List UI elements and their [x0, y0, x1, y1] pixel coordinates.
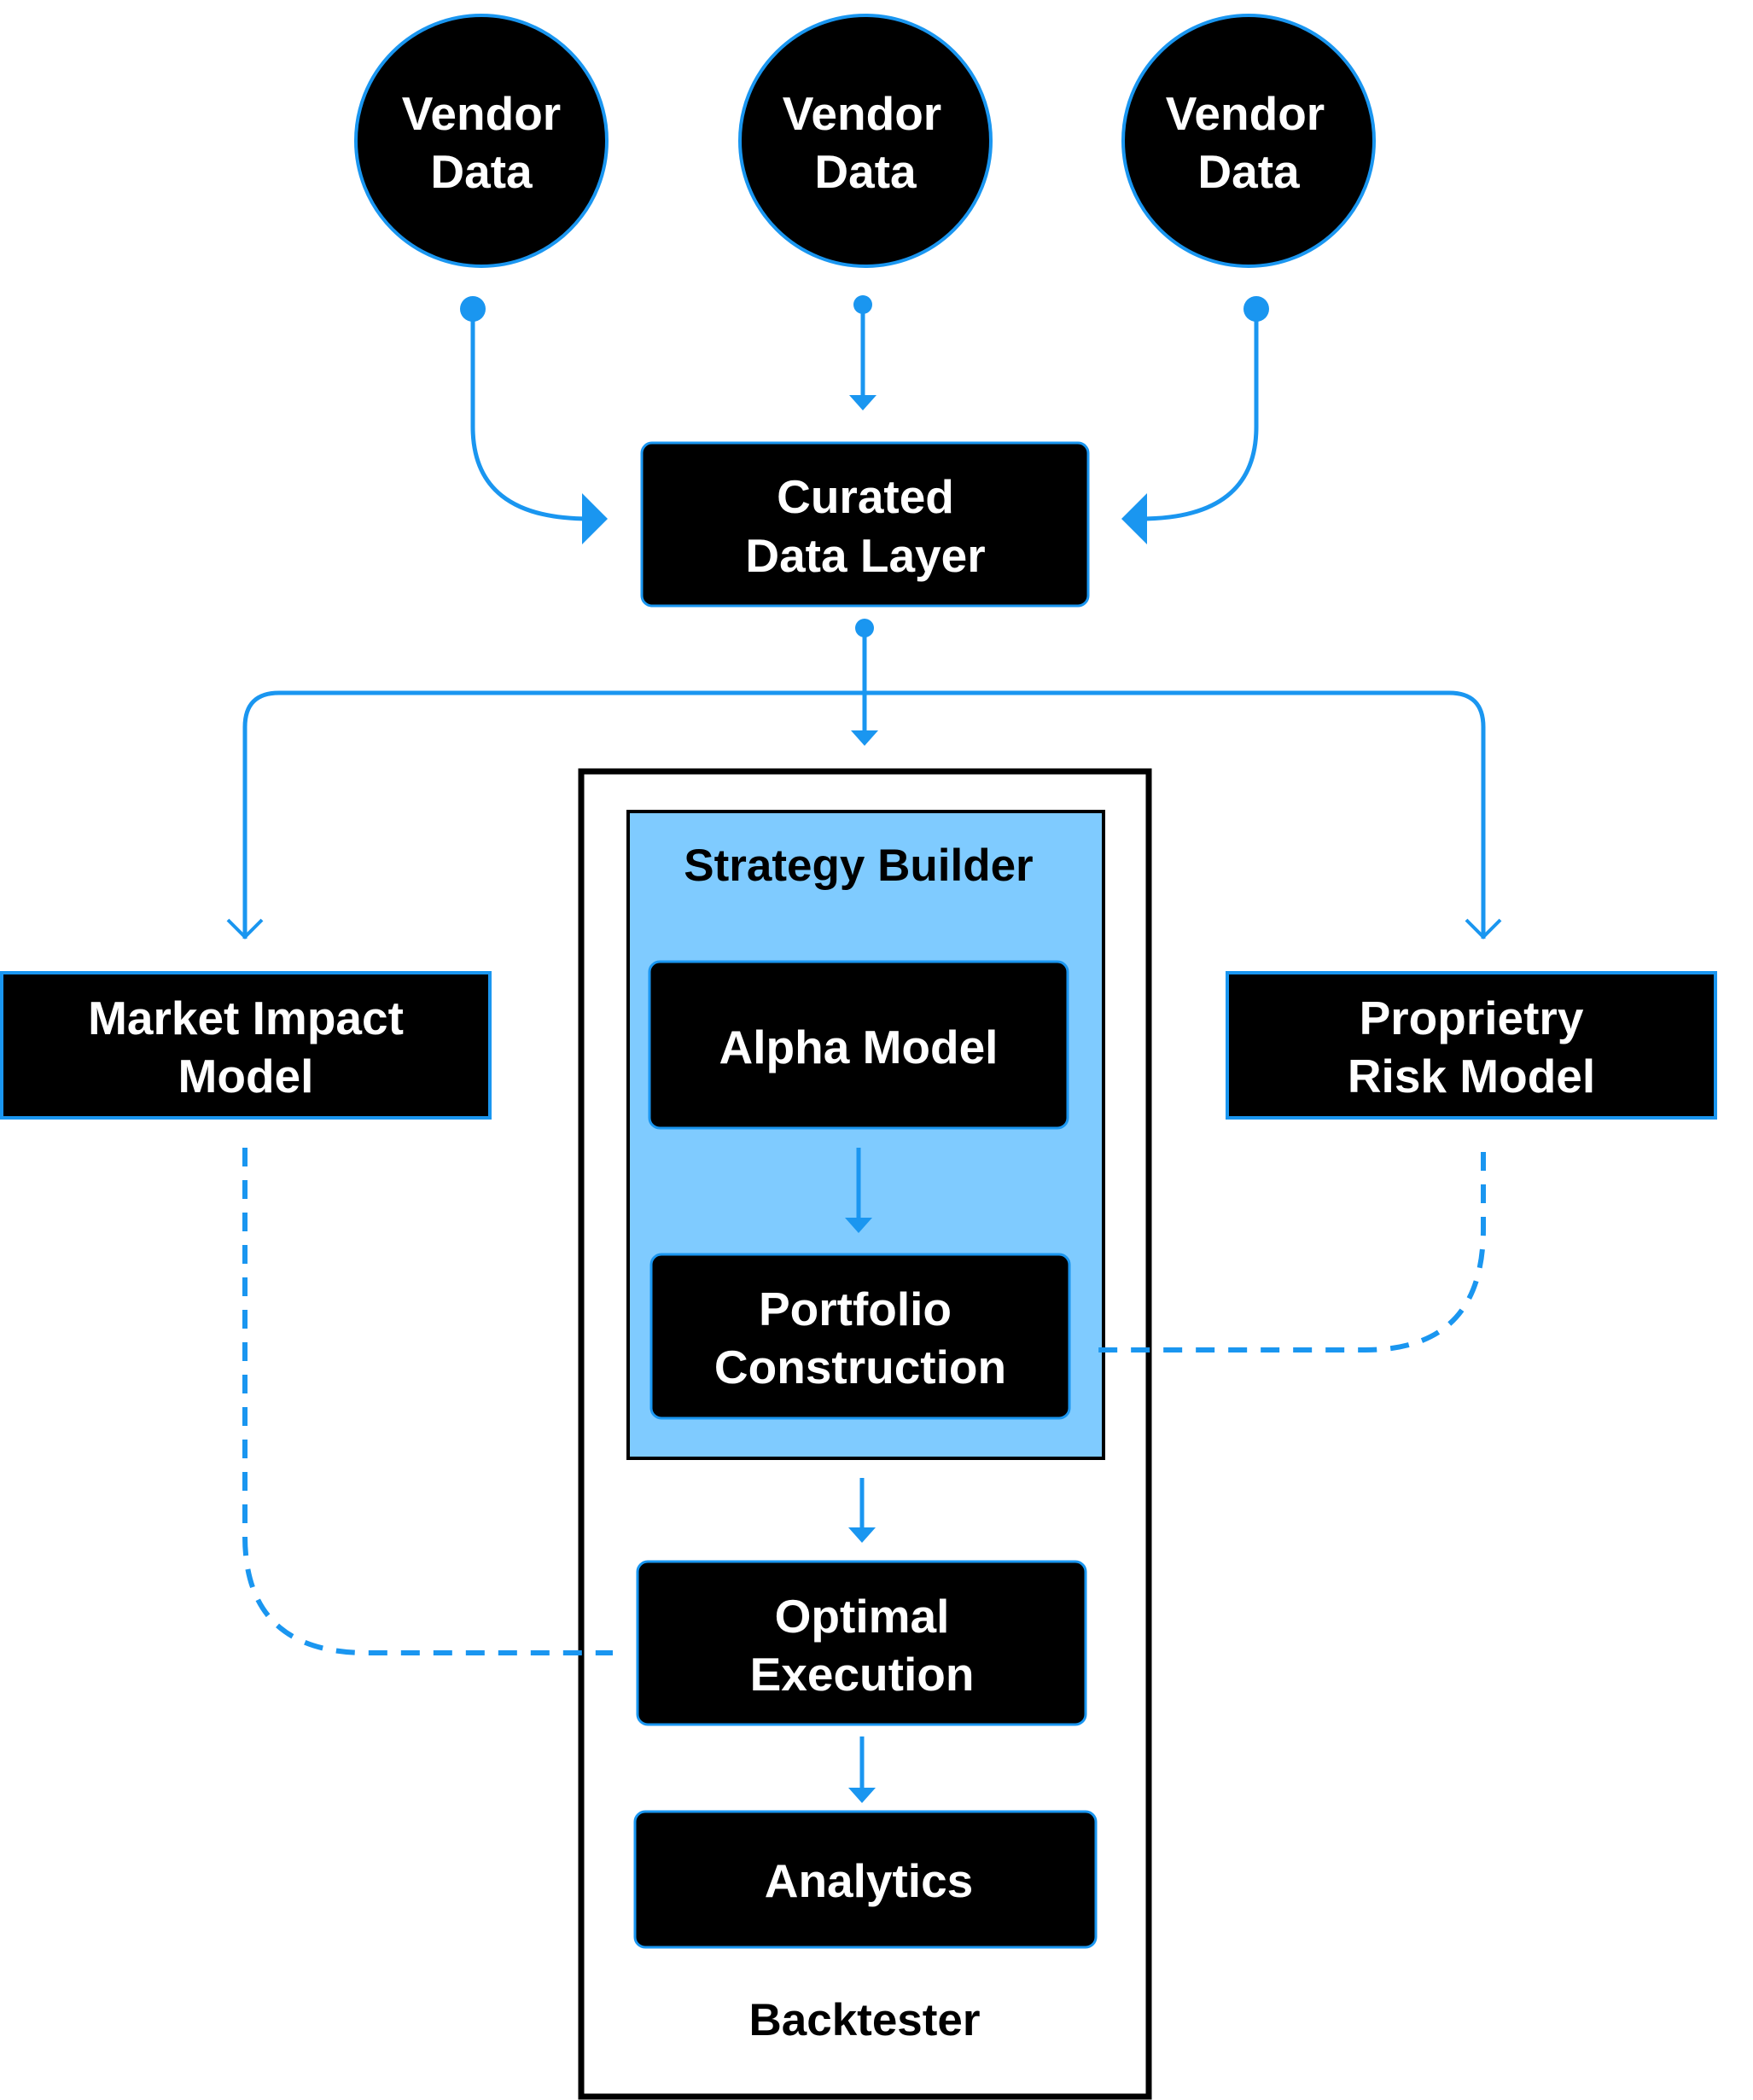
market-impact-model-node: Market Impact Model — [0, 971, 492, 1120]
arrow-head-icon — [1465, 918, 1502, 939]
strategy-to-execution-connector — [848, 1478, 876, 1543]
curated-label-line2: Data Layer — [745, 529, 985, 582]
execution-label-line2: Execution — [750, 1648, 975, 1701]
market-impact-label-line2: Model — [178, 1050, 314, 1102]
market-impact-to-execution-dashed-link — [242, 1148, 613, 1655]
vendor-data-label-line1: Vendor — [783, 87, 941, 140]
vendor-data-node-3: Vendor Data — [1121, 14, 1376, 268]
arrow-head-icon — [226, 918, 264, 939]
arrow-head-icon — [848, 1527, 876, 1543]
vendor-data-node-2: Vendor Data — [738, 14, 993, 268]
vendor-data-node-1: Vendor Data — [354, 14, 609, 268]
vendor-3-to-curated-connector — [1121, 296, 1269, 544]
portfolio-construction-node: Portfolio Construction — [649, 1253, 1071, 1420]
arrow-head-icon — [848, 1788, 876, 1803]
market-impact-label-line1: Market Impact — [88, 992, 404, 1044]
analytics-label: Analytics — [765, 1854, 974, 1907]
backtester-label: Backtester — [748, 1995, 980, 2045]
risk-model-node: Proprietry Risk Model — [1226, 971, 1717, 1120]
vendor-data-label-line2: Data — [814, 145, 917, 198]
risk-model-to-portfolio-dashed-link — [1088, 1152, 1486, 1352]
execution-label-line1: Optimal — [775, 1590, 950, 1643]
vendor-1-to-curated-connector — [460, 296, 608, 544]
alpha-to-portfolio-connector — [845, 1148, 872, 1233]
curated-data-layer-node: Curated Data Layer — [640, 441, 1090, 608]
vendor-2-to-curated-connector — [849, 295, 876, 410]
arrow-head-icon — [851, 730, 878, 746]
curated-label-line1: Curated — [777, 470, 954, 523]
arrow-head-icon — [849, 395, 876, 410]
risk-model-label-line1: Proprietry — [1360, 992, 1584, 1044]
curated-fanout-connector — [226, 619, 1502, 939]
optimal-execution-node: Optimal Execution — [636, 1560, 1087, 1726]
vendor-data-label-line2: Data — [430, 145, 533, 198]
vendor-data-label-line1: Vendor — [402, 87, 561, 140]
portfolio-label-line1: Portfolio — [759, 1283, 952, 1335]
portfolio-label-line2: Construction — [714, 1341, 1006, 1393]
alpha-model-label: Alpha Model — [719, 1021, 999, 1073]
vendor-data-label-line2: Data — [1197, 145, 1300, 198]
vendor-data-label-line1: Vendor — [1166, 87, 1325, 140]
arrow-head-icon — [1121, 493, 1147, 544]
execution-to-analytics-connector — [848, 1736, 876, 1803]
analytics-node: Analytics — [633, 1810, 1098, 1949]
risk-model-label-line2: Risk Model — [1348, 1050, 1595, 1102]
arrow-head-icon — [582, 493, 608, 544]
arrow-head-icon — [845, 1218, 872, 1233]
alpha-model-node: Alpha Model — [648, 960, 1069, 1130]
strategy-builder-title: Strategy Builder — [684, 841, 1033, 891]
